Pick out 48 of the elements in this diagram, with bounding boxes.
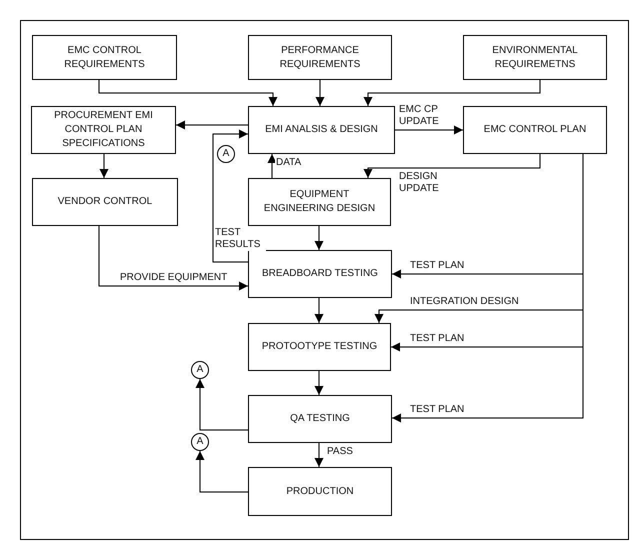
arrow <box>268 154 276 178</box>
process-box <box>248 178 391 226</box>
arrow <box>394 126 464 134</box>
box-label: QA TESTING <box>290 412 350 426</box>
connector-circle <box>191 361 209 379</box>
box-label: PROTOOTYPE TESTING <box>262 340 378 354</box>
box-label: EMC CONTROL PLAN <box>484 123 586 137</box>
process-box <box>248 323 391 371</box>
arrow <box>212 130 248 262</box>
process-box <box>463 35 607 80</box>
process-box <box>32 178 178 226</box>
box-label: ENVIRONMENTAL REQUIREMETNS <box>491 44 579 72</box>
box-label: EQUIPMENT ENGINEERING DESIGN <box>262 188 376 216</box>
connector-letter: A <box>196 363 204 377</box>
connector-circle <box>191 433 209 451</box>
arrow <box>176 120 248 130</box>
arrow <box>314 298 324 324</box>
arrow <box>314 442 324 468</box>
edge-label: TEST RESULTS <box>214 227 266 251</box>
arrow <box>196 378 248 430</box>
process-box <box>248 35 392 80</box>
process-box <box>248 467 392 516</box>
box-label: PROCUREMENT EMI CONTROL PLAN SPECIFICATIONS <box>53 109 154 151</box>
process-box <box>248 250 392 298</box>
process-box <box>248 106 395 154</box>
box-label: PERFORMANCE REQUIREMENTS <box>278 44 362 72</box>
arrow <box>364 80 540 106</box>
arrow <box>100 154 108 178</box>
arrow <box>196 450 248 492</box>
arrow <box>364 154 540 178</box>
arrow <box>314 226 324 250</box>
process-box <box>248 395 392 443</box>
connector-circle <box>217 145 235 163</box>
process-box <box>463 106 607 154</box>
edge-label: PROVIDE EQUIPMENT <box>119 272 228 284</box>
box-label: VENDOR CONTROL <box>58 195 152 209</box>
box-label: EMC CONTROL REQUIREMENTS <box>63 44 146 72</box>
connector-letter: A <box>222 147 230 161</box>
box-label: BREADBOARD TESTING <box>262 267 378 281</box>
process-box <box>32 35 177 80</box>
arrow <box>314 370 324 396</box>
box-label: EMI ANALSIS & DESIGN <box>265 123 378 137</box>
arrow <box>98 226 248 290</box>
box-label: PRODUCTION <box>286 484 354 498</box>
arrow <box>98 80 278 106</box>
process-box <box>31 106 176 154</box>
connector-letter: A <box>196 435 204 449</box>
arrow <box>316 80 324 106</box>
